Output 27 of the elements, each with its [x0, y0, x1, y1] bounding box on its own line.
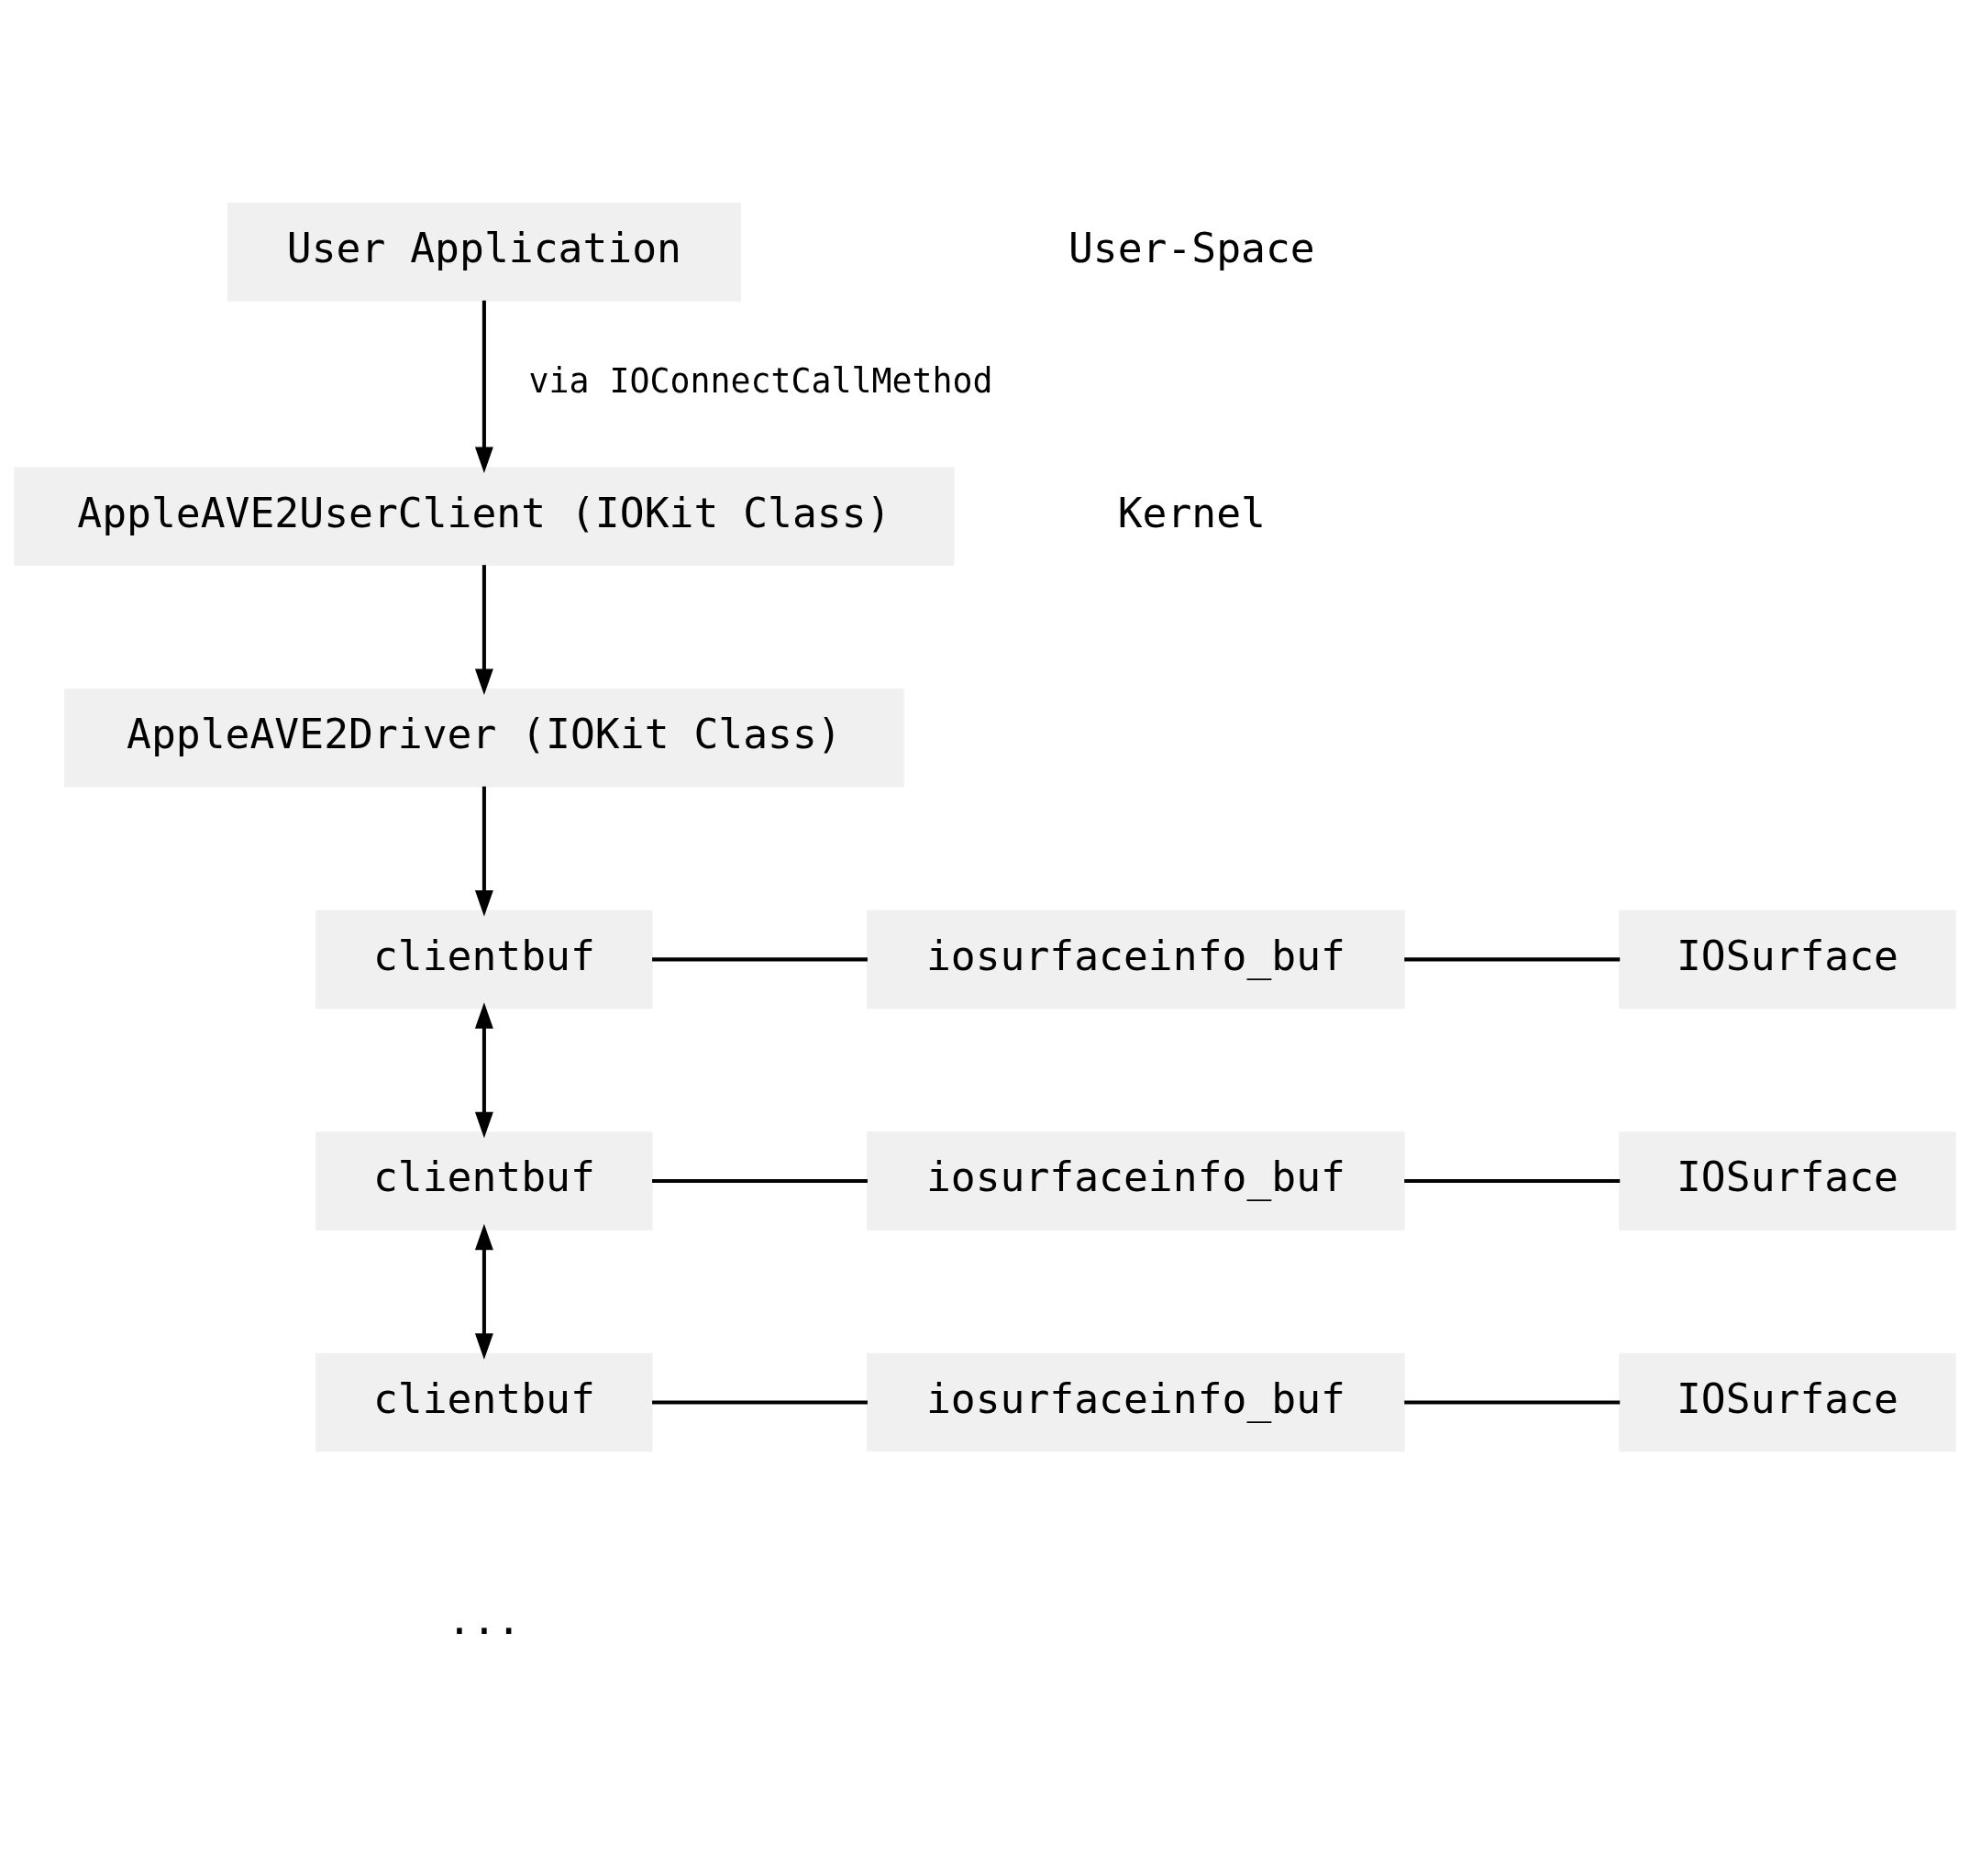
connector — [1404, 1178, 1621, 1183]
node-box: AppleAVE2UserClient (IOKit Class) — [14, 467, 955, 566]
node-box: User Application — [227, 203, 742, 302]
node-box: iosurfaceinfo_buf — [867, 1131, 1405, 1230]
node-box: IOSurface — [1619, 1352, 1956, 1452]
arrow — [474, 786, 493, 917]
node-box: clientbuf — [315, 1131, 653, 1230]
arrow — [474, 565, 493, 695]
node-box: iosurfaceinfo_buf — [867, 910, 1405, 1010]
connector — [652, 1178, 868, 1183]
connector — [1404, 1400, 1621, 1405]
connector — [652, 957, 868, 962]
label: Kernel — [1117, 489, 1266, 537]
node-box: clientbuf — [315, 910, 653, 1010]
node-box: IOSurface — [1619, 910, 1956, 1010]
node-box: clientbuf — [315, 1352, 653, 1452]
label: ... — [447, 1596, 522, 1645]
edge-label: via IOConnectCallMethod — [528, 360, 993, 401]
arrow — [474, 1002, 493, 1139]
arrow — [474, 1223, 493, 1360]
node-box: iosurfaceinfo_buf — [867, 1352, 1405, 1452]
connector — [1404, 957, 1621, 962]
label: User-Space — [1068, 225, 1315, 273]
node-box: IOSurface — [1619, 1131, 1956, 1230]
node-box: AppleAVE2Driver (IOKit Class) — [64, 688, 904, 788]
arrow — [474, 300, 493, 473]
connector — [652, 1400, 868, 1405]
